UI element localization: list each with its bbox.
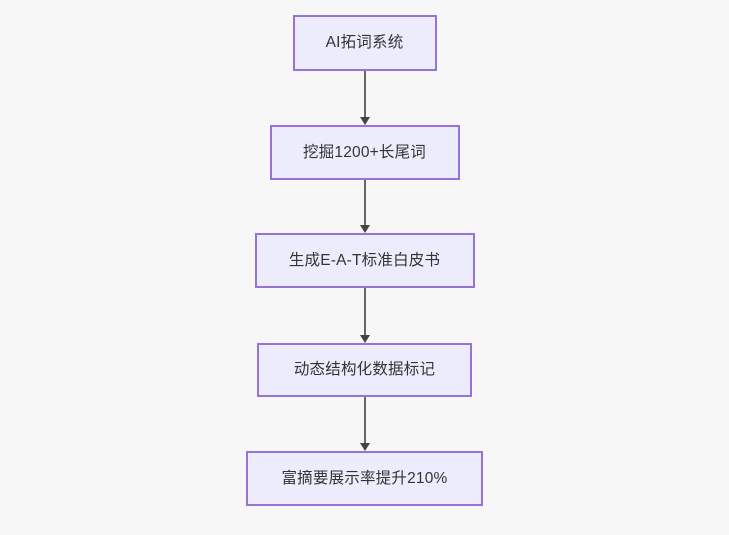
edge-line — [363, 71, 366, 118]
flowchart-node-longtail-keywords[interactable]: 挖掘1200+长尾词 — [269, 125, 460, 180]
edge-line — [363, 180, 366, 226]
arrow-down-icon — [359, 335, 370, 343]
arrow-down-icon — [359, 117, 370, 125]
flowchart-node-ai-keyword-system[interactable]: AI拓词系统 — [292, 15, 437, 71]
node-label: 生成E-A-T标准白皮书 — [288, 251, 441, 269]
flowchart-node-eat-whitepaper[interactable]: 生成E-A-T标准白皮书 — [254, 233, 475, 288]
arrow-down-icon — [359, 225, 370, 233]
node-label: 富摘要展示率提升210% — [281, 469, 448, 487]
node-label: 动态结构化数据标记 — [293, 361, 436, 379]
flowchart-node-rich-snippet-result[interactable]: 富摘要展示率提升210% — [246, 451, 483, 506]
flowchart-node-structured-data-markup[interactable]: 动态结构化数据标记 — [257, 343, 472, 397]
node-label: 挖掘1200+长尾词 — [302, 143, 427, 161]
flowchart-edge-3-to-4 — [359, 397, 371, 451]
flowchart-edge-0-to-1 — [359, 71, 371, 125]
flowchart-edge-2-to-3 — [359, 288, 371, 343]
edge-line — [363, 397, 366, 444]
node-label: AI拓词系统 — [325, 34, 404, 52]
arrow-down-icon — [359, 443, 370, 451]
flowchart-edge-1-to-2 — [359, 180, 371, 233]
edge-line — [363, 288, 366, 336]
